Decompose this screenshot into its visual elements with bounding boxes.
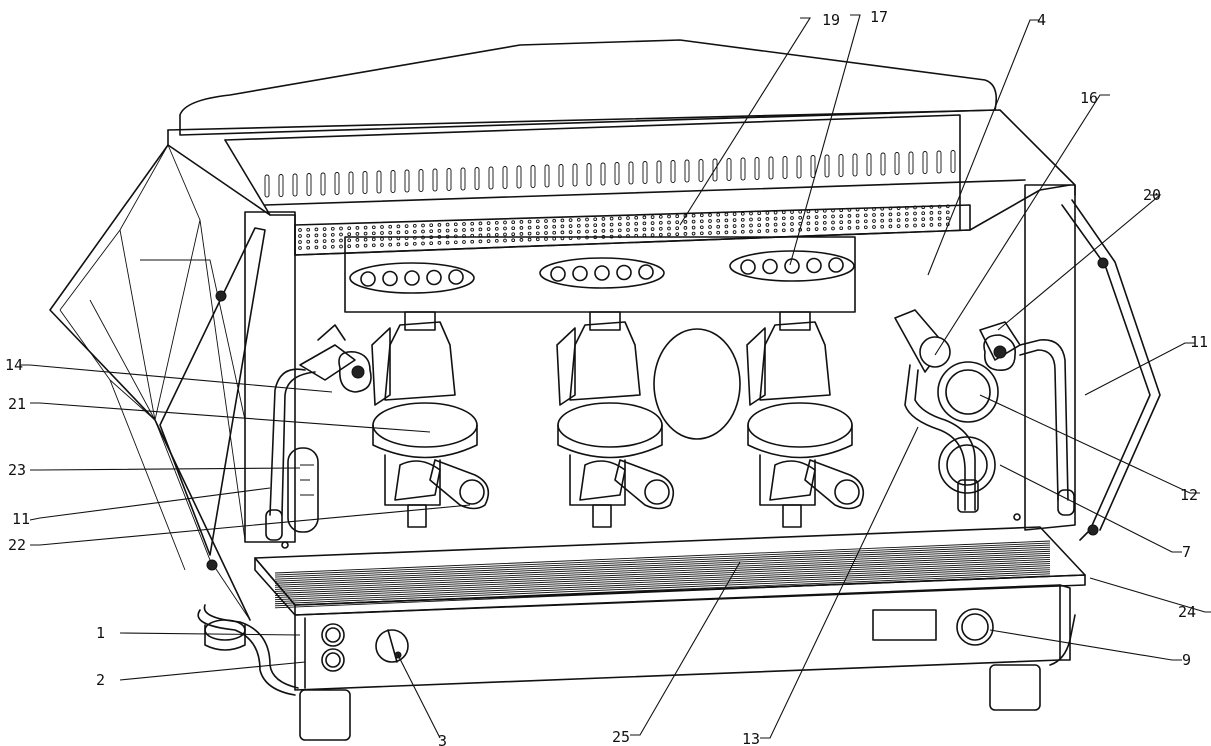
center-window <box>653 328 741 440</box>
drip-tray <box>254 526 1086 616</box>
top-cover <box>167 39 1076 196</box>
callout-21: 21 <box>8 395 26 413</box>
callout-24: 24 <box>1178 603 1196 621</box>
callout-9: 9 <box>1182 651 1191 669</box>
callout-11-left: 11 <box>12 510 30 528</box>
callout-14: 14 <box>5 356 23 374</box>
callout-23: 23 <box>8 461 26 479</box>
callout-4: 4 <box>1037 11 1046 29</box>
left-side-panel <box>49 144 266 621</box>
cup-tray <box>167 114 1076 543</box>
right-assembly <box>894 309 1075 516</box>
group-head <box>556 311 675 528</box>
callout-17: 17 <box>870 8 888 26</box>
leader-lines <box>20 14 1211 739</box>
button-panel <box>344 236 856 313</box>
callout-12: 12 <box>1180 486 1198 504</box>
callout-19: 19 <box>822 11 840 29</box>
callout-16: 16 <box>1080 89 1098 107</box>
group-head <box>371 311 490 528</box>
group-head <box>746 311 865 528</box>
callout-13: 13 <box>742 730 760 746</box>
water-level-gauge <box>287 447 319 533</box>
left-steam-assembly <box>265 324 372 541</box>
callout-25: 25 <box>612 728 630 746</box>
callout-11-right: 11 <box>1190 333 1208 351</box>
callout-1: 1 <box>96 624 105 642</box>
callout-20: 20 <box>1143 186 1161 204</box>
callout-7: 7 <box>1182 543 1191 561</box>
right-side-rail <box>1061 199 1161 541</box>
callout-3: 3 <box>438 732 447 746</box>
feet <box>197 604 1076 741</box>
callout-2: 2 <box>96 671 105 689</box>
callout-22: 22 <box>8 536 26 554</box>
